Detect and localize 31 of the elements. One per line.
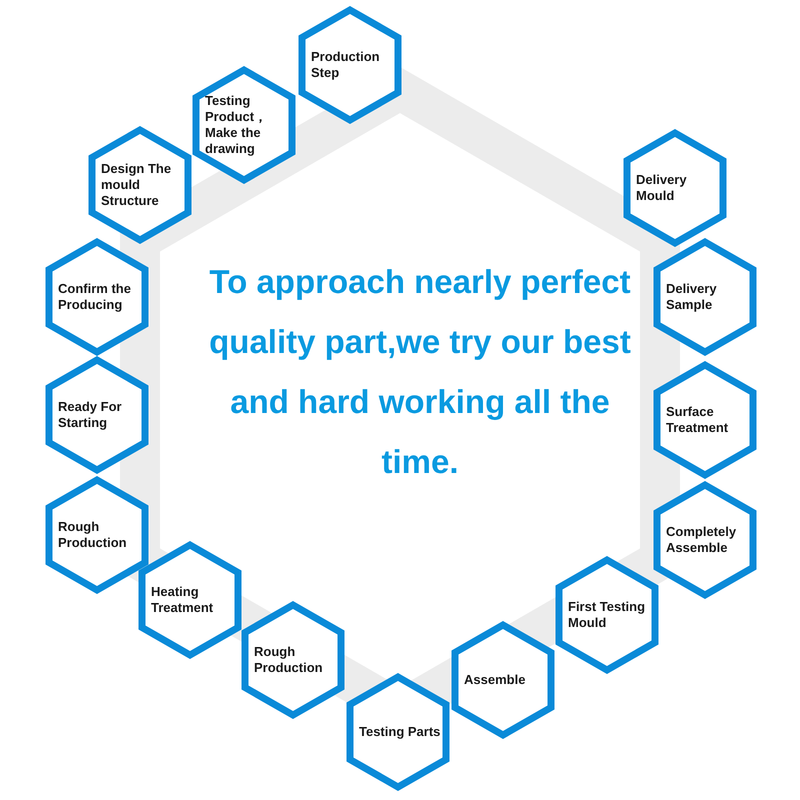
step-label: Surface Treatment [666, 404, 730, 436]
hexagon-step [45, 476, 149, 594]
hexagon-step [298, 6, 402, 124]
hexagon-step [653, 361, 757, 479]
step-label: First Testing Mould [568, 599, 646, 631]
step-label: Production Step [311, 49, 381, 81]
hexagon-step [555, 556, 659, 674]
hexagon-step [88, 126, 192, 244]
hexagon-step [653, 481, 757, 599]
step-label: Assemble [464, 672, 526, 688]
step-label: Rough Production [58, 519, 128, 551]
step-label: Design The mould Structure [101, 161, 172, 209]
hexagon-step [138, 541, 242, 659]
hexagon-step [241, 601, 345, 719]
hexagon-step [623, 129, 727, 247]
hexagon-step [45, 356, 149, 474]
step-label: Rough Production [254, 644, 324, 676]
step-label: Delivery Sample [666, 281, 718, 313]
slogan-text: To approach nearly perfect quality part,we try our best and hard working all the time. [208, 262, 632, 482]
hexagon-step [346, 673, 450, 791]
step-label: Testing Product， Make the drawing [205, 93, 268, 157]
hexagon-step [653, 238, 757, 356]
step-label: Completely Assemble [666, 524, 738, 556]
hexagon-step [45, 238, 149, 356]
hexagon-step [192, 66, 296, 184]
step-label: Ready For Starting [58, 399, 123, 431]
hexagon-step [451, 621, 555, 739]
step-label: Heating Treatment [151, 584, 214, 616]
step-label: Delivery Mould [636, 172, 688, 204]
step-label: Confirm the Producing [58, 281, 132, 313]
step-label: Testing Parts [359, 724, 442, 740]
